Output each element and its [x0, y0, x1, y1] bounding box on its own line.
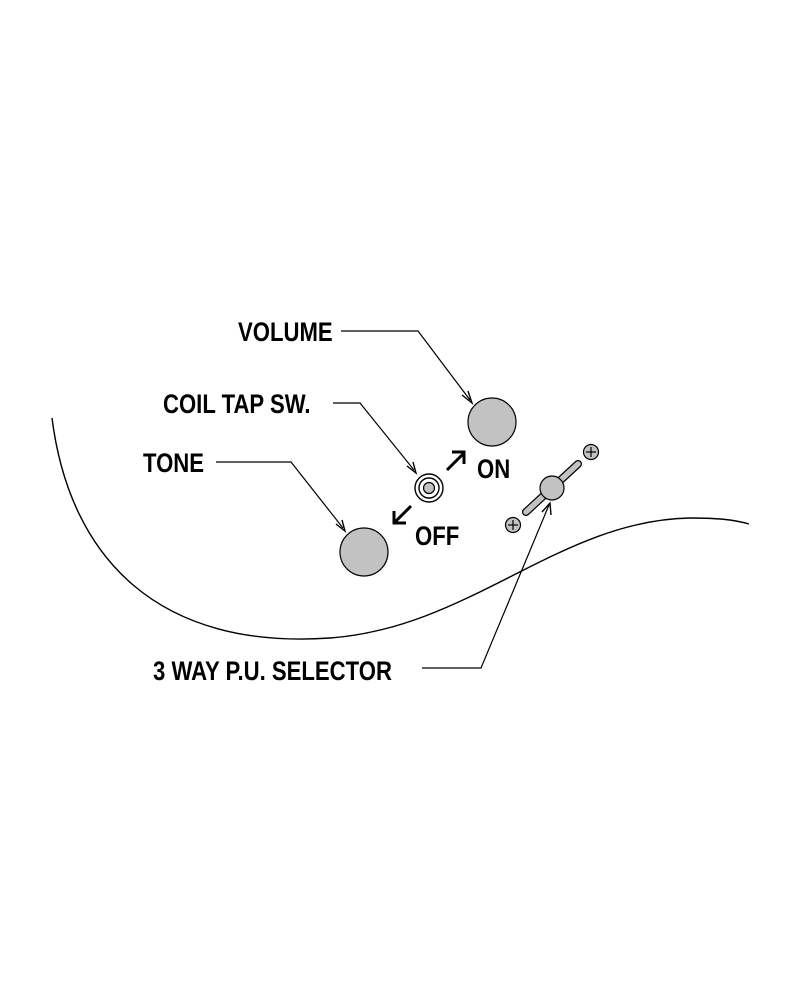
coil-tap-label: COIL TAP SW. — [163, 390, 311, 420]
guitar-body-outline — [51, 417, 750, 640]
volume-leader-line — [341, 330, 471, 401]
tone-label: TONE — [143, 449, 204, 479]
on-label: ON — [477, 455, 510, 485]
volume-label: VOLUME — [238, 318, 333, 348]
selector-label: 3 WAY P.U. SELECTOR — [153, 657, 392, 687]
selector-leader-line — [422, 504, 550, 669]
phillips-screw-icon — [504, 516, 522, 534]
phillips-screw-icon — [582, 443, 600, 461]
selector-leader-arrowhead — [541, 501, 552, 516]
tone-leader-arrowhead — [335, 519, 347, 533]
coil-tap-leader-line — [333, 402, 415, 471]
mini-toggle-core — [422, 481, 436, 495]
coil-tap-switch[interactable] — [414, 473, 444, 503]
volume-knob[interactable] — [467, 397, 517, 447]
coil-tap-leader-arrowhead — [406, 461, 418, 475]
tone-leader-line — [216, 461, 344, 529]
volume-leader-arrowhead — [461, 390, 474, 406]
on-arrow-icon — [445, 450, 466, 472]
selector-tip — [539, 475, 565, 501]
tone-knob[interactable] — [339, 527, 389, 577]
pickup-selector-switch[interactable] — [522, 460, 582, 516]
off-arrow-icon — [392, 504, 413, 525]
off-label: OFF — [415, 522, 459, 552]
